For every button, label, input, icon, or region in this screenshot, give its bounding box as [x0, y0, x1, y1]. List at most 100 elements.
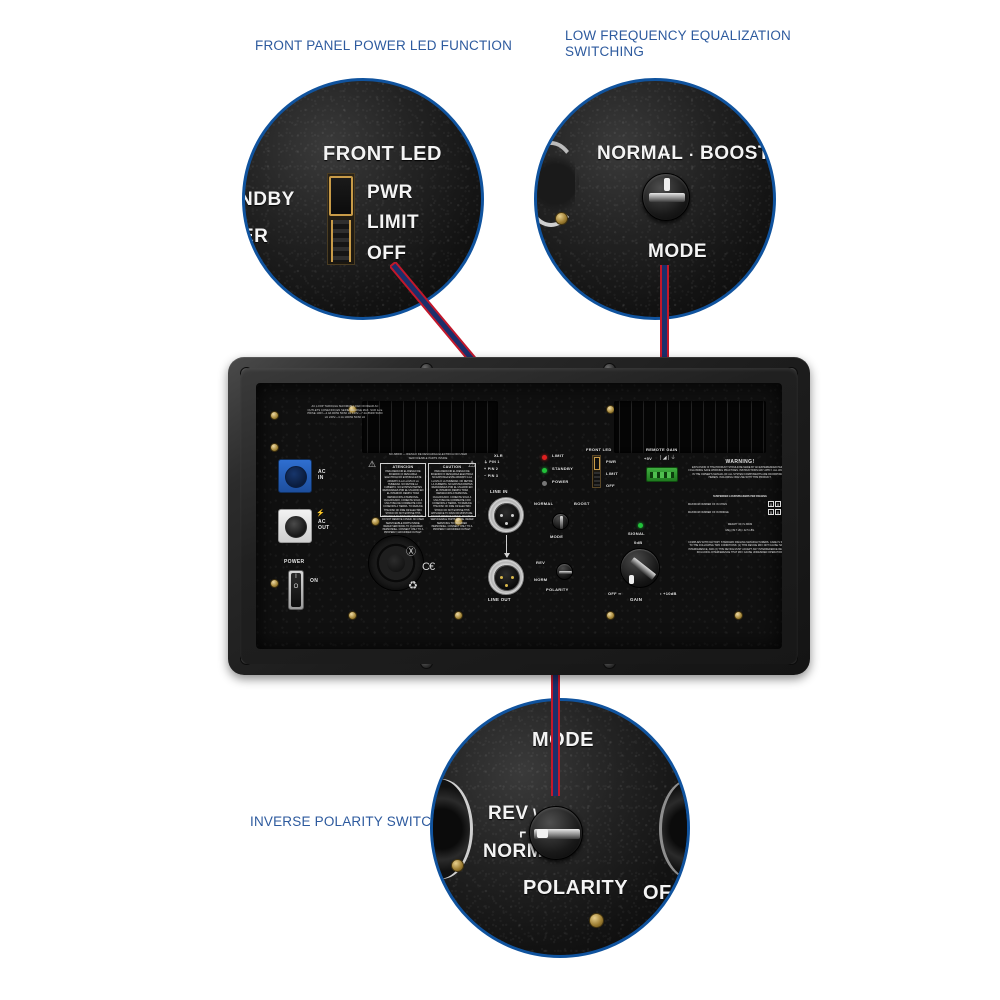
- polarity-knob[interactable]: [556, 563, 573, 580]
- plate-screw: [348, 405, 357, 414]
- line-in-xlr-female[interactable]: [488, 497, 524, 533]
- signal-flow-arrow: [503, 535, 510, 558]
- weee-bin-icon: ♻: [408, 580, 418, 592]
- signal-0db-label: 0dB: [634, 540, 643, 545]
- front-led-header: FRONT LED: [586, 447, 612, 452]
- ac-out-connector[interactable]: [278, 509, 312, 543]
- screw-icon: [555, 212, 568, 225]
- limit-led-label: LIMIT: [552, 453, 564, 458]
- leader-line-polarity: [551, 596, 560, 796]
- warning-title: WARNING!: [725, 459, 755, 465]
- rigging-row-2: MAXIMUM NUMBER OF IN BRIDGE: [688, 511, 729, 514]
- signal-led: [638, 523, 643, 528]
- polarity-norm-label: NORM: [534, 577, 548, 582]
- plate-screw: [348, 611, 357, 620]
- connector-hole: [285, 516, 307, 538]
- caution-box-en: CAUTION PARA REDUCIR EL RIESGO DE INCEND…: [428, 463, 476, 531]
- rigging-code-top: 0 0 0: [768, 501, 782, 507]
- front-led-jumper-switch[interactable]: [327, 173, 355, 265]
- rocker-face: I O: [291, 573, 301, 607]
- screw-icon: [589, 913, 604, 928]
- gain-knob[interactable]: [620, 548, 660, 588]
- zoom-label-pwr: PWR: [367, 182, 413, 203]
- xlr-pin1-label: PIN 1: [489, 460, 500, 464]
- caution-body-en: PARA REDUCIR EL RIESGO DE INCENDIO O DES…: [430, 469, 474, 532]
- plate-screw: [606, 611, 615, 620]
- texture-grain: [245, 81, 481, 317]
- remote-gain-pins: +5V: [644, 456, 653, 461]
- power-label: POWER: [284, 559, 305, 565]
- cooling-fan: [368, 535, 424, 591]
- jumper-pins: [331, 220, 351, 262]
- terminal-slots: [650, 472, 674, 478]
- rocker-on-mark: I: [295, 574, 297, 580]
- mode-knob-zoom[interactable]: [642, 173, 690, 221]
- xlr-pin3-label: PIN 3: [487, 474, 499, 478]
- zoom-label-standby-partial: NDBY: [242, 189, 295, 210]
- caution-header-es: ATENCION: [392, 465, 414, 469]
- power-led: [542, 481, 547, 486]
- caution-box-es: ATENCION PARA REDUCIR EL RIESGO DE INCEN…: [380, 463, 426, 534]
- amplifier-back-panel: AC LOOP THROUGH MAXIMUM LOAD ON REAR AC …: [228, 357, 810, 675]
- front-led-pwr-label: PWR: [606, 459, 617, 464]
- vent-left: [362, 401, 498, 453]
- caution-note: NO ABRIR — RIESGO DE DESCARGA ELECTRICA …: [388, 453, 468, 460]
- mode-knob[interactable]: [552, 513, 569, 530]
- jumper-pins: [594, 472, 600, 487]
- mode-boost-label: BOOST: [574, 501, 590, 506]
- mode-normal-label: NORMAL: [534, 501, 554, 506]
- tick-normal-icon: ⌐: [661, 147, 671, 164]
- line-out-xlr-male[interactable]: [488, 559, 524, 595]
- ac-out-label: AC OUT: [318, 519, 330, 531]
- connector-hole: [285, 466, 307, 488]
- power-led-label: POWER: [552, 479, 569, 484]
- code-cell: 0: [768, 501, 774, 507]
- rigging-code-bottom: 0 0 0: [768, 509, 782, 515]
- xlr-barrel: [494, 565, 520, 591]
- caution-header-en: CAUTION: [442, 465, 462, 469]
- power-rocker-switch[interactable]: I O: [288, 570, 304, 610]
- ul-mark-icon: Ⓧ: [406, 547, 416, 558]
- remote-gain-terminal[interactable]: [646, 467, 678, 482]
- code-cell: 0: [775, 501, 781, 507]
- warning-triangle-icon: ⚠: [468, 459, 477, 469]
- knob-pointer: [664, 178, 670, 191]
- footer-body: COMPLIES WITH FACTORY STANDARD RIGGING M…: [688, 541, 782, 555]
- zoom-label-off: OFF: [367, 243, 407, 264]
- tick-boost-icon: ·: [689, 147, 695, 164]
- front-led-jumper[interactable]: [592, 455, 601, 488]
- caution-body-es: PARA REDUCIR EL RIESGO DE INCENDIO O DES…: [382, 469, 424, 535]
- zoom-label-normal: NORMAL: [597, 143, 684, 164]
- xlr-pin2-symbol: +: [484, 467, 487, 471]
- lightning-bolt-icon: ⚡: [316, 510, 325, 517]
- tick-norm-icon: ⌜: [519, 831, 527, 848]
- xlr-barrel: [494, 503, 520, 529]
- on-label: ON: [310, 578, 319, 584]
- line-in-label: LINE IN: [490, 489, 508, 494]
- callout-title-low-freq-eq: LOW FREQUENCY EQUALIZATION SWITCHING: [565, 28, 791, 60]
- rocker-off-mark: O: [293, 583, 299, 590]
- plate-screw: [270, 411, 279, 420]
- line-out-label: LINE OUT: [488, 597, 511, 602]
- gain-off-label: OFF ∞: [608, 591, 622, 596]
- xlr-pin3-symbol: −: [484, 474, 487, 478]
- ac-loop-text: AC LOOP THROUGH MAXIMUM LOAD ON REAR AC …: [307, 405, 383, 419]
- code-cell: 0: [775, 509, 781, 515]
- remote-gain-header: REMOTE GAIN: [646, 447, 678, 452]
- zoom-label-polarity: POLARITY: [523, 877, 629, 899]
- zoom-label-limit: LIMIT: [367, 212, 420, 233]
- knob-pointer: [537, 829, 548, 838]
- polarity-knob-zoom[interactable]: [529, 806, 583, 860]
- zoom-label-mode: MODE: [648, 241, 707, 262]
- xlr-pin: [500, 576, 504, 580]
- front-led-limit-label: LIMIT: [606, 471, 618, 476]
- standby-led-label: STANDBY: [552, 466, 574, 471]
- weight-value: 18kg (39.7 LB) / 42.5 LBS.: [725, 529, 755, 532]
- zoom-label-front-led: FRONT LED: [323, 143, 442, 165]
- vent-right: [614, 401, 766, 453]
- plate-screw: [270, 579, 279, 588]
- zoom-label-off-partial: OF: [643, 882, 672, 904]
- ac-in-connector[interactable]: [278, 459, 312, 493]
- xlr-pin2-label: PIN 2: [487, 467, 499, 471]
